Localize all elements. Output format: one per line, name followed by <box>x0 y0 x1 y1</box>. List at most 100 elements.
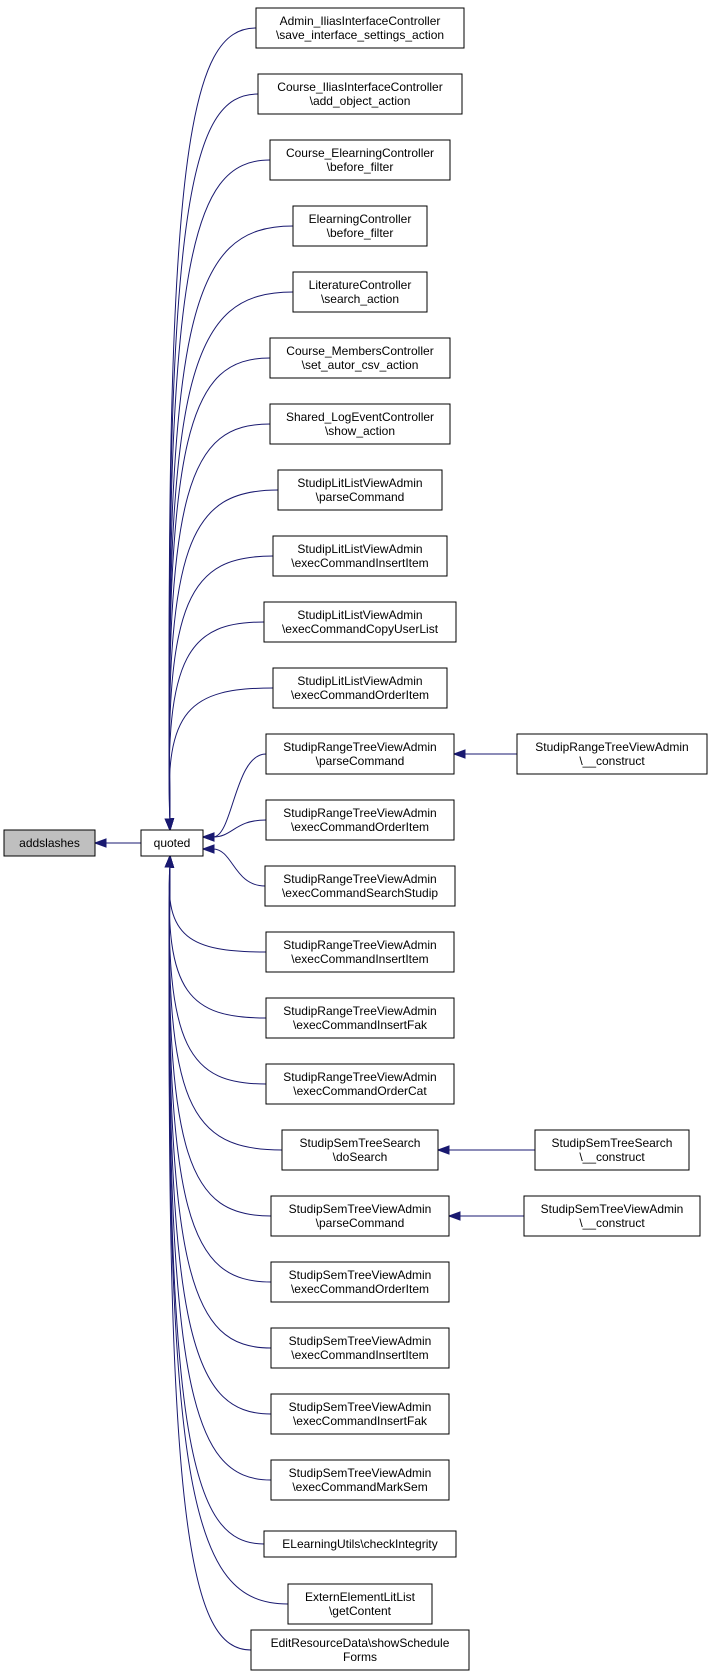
node-label: Course_IliasInterfaceController <box>277 80 442 94</box>
node-studiprangetreeviewadmin-execcommandorderitem[interactable]: StudipRangeTreeViewAdmin\execCommandOrde… <box>265 799 455 841</box>
node-label: StudipSemTreeViewAdmin <box>289 1400 432 1414</box>
node-label: \parseCommand <box>316 754 405 768</box>
node-shared-logeventcontroller-show-action[interactable]: Shared_LogEventController\show_action <box>269 403 451 445</box>
edge-n1-to-quoted-group <box>168 27 257 821</box>
node-label: StudipRangeTreeViewAdmin <box>283 938 436 952</box>
node-label: StudipSemTreeViewAdmin <box>289 1268 432 1282</box>
node-label: \execCommandOrderCat <box>293 1084 427 1098</box>
edge-n21-to-quoted <box>168 865 272 1349</box>
edge-n4-to-quoted <box>168 225 294 821</box>
node-label: StudipSemTreeViewAdmin <box>289 1334 432 1348</box>
node-studipsemtreeviewadmin-execcommandinsertfak[interactable]: StudipSemTreeViewAdmin\execCommandInsert… <box>270 1393 450 1435</box>
node-box <box>255 7 465 49</box>
edge-n10-to-quoted-group <box>168 621 265 821</box>
edge-n8-to-quoted <box>168 489 279 821</box>
node-label: \execCommandInsertItem <box>291 952 428 966</box>
node-box <box>272 667 448 709</box>
edge-n14-to-quoted <box>212 848 266 887</box>
node-studiprangetreeviewadmin-construct[interactable]: StudipRangeTreeViewAdmin\__construct <box>516 733 708 775</box>
node-studiplitlistviewadmin-execcommandcopyuserlist[interactable]: StudipLitListViewAdmin\execCommandCopyUs… <box>263 601 457 643</box>
node-studiplitlistviewadmin-parsecommand[interactable]: StudipLitListViewAdmin\parseCommand <box>277 469 443 511</box>
node-label: LiteratureController <box>309 278 412 292</box>
node-label: \parseCommand <box>316 490 405 504</box>
edge-n13-to-quoted <box>212 819 267 838</box>
node-box <box>534 1129 690 1171</box>
edge-n9-to-quoted <box>168 555 274 821</box>
edge-n19-to-quoted <box>168 865 272 1217</box>
node-studiplitlistviewadmin-execcommandinsertitem[interactable]: StudipLitListViewAdmin\execCommandInsert… <box>272 535 448 577</box>
node-box <box>270 1261 450 1303</box>
node-course-iliasinterfacecontroller-add-object-action[interactable]: Course_IliasInterfaceController\add_obje… <box>257 73 463 115</box>
edge-n20-to-quoted <box>168 865 272 1283</box>
node-label: StudipSemTreeViewAdmin <box>541 1202 684 1216</box>
node-studiprangetreeviewadmin-execcommandinsertitem[interactable]: StudipRangeTreeViewAdmin\execCommandInse… <box>265 931 455 973</box>
node-studiprangetreeviewadmin-execcommandinsertfak[interactable]: StudipRangeTreeViewAdmin\execCommandInse… <box>265 997 455 1039</box>
node-label: quoted <box>154 836 191 850</box>
edge-n24-to-quoted-group <box>168 865 265 1545</box>
node-studipsemtreeviewadmin-execcommandmarksem[interactable]: StudipSemTreeViewAdmin\execCommandMarkSe… <box>270 1459 450 1501</box>
node-elearningcontroller-before-filter[interactable]: ElearningController\before_filter <box>292 205 428 247</box>
node-label: StudipSemTreeSearch <box>552 1136 673 1150</box>
node-label: \execCommandSearchStudip <box>282 886 438 900</box>
node-label: StudipLitListViewAdmin <box>297 608 422 622</box>
edge-r19-to-n19-arrow <box>447 1211 461 1221</box>
node-label: \show_action <box>325 424 395 438</box>
edge-n13-to-quoted-arrow <box>201 832 215 842</box>
edge-n6-to-quoted <box>168 357 271 821</box>
node-studiprangetreeviewadmin-execcommandordercat[interactable]: StudipRangeTreeViewAdmin\execCommandOrde… <box>265 1063 455 1105</box>
node-box <box>270 1195 450 1237</box>
edge-n24-to-quoted <box>168 865 265 1545</box>
node-studipsemtreeviewadmin-execcommandinsertitem[interactable]: StudipSemTreeViewAdmin\execCommandInsert… <box>270 1327 450 1369</box>
node-label: StudipSemTreeViewAdmin <box>289 1466 432 1480</box>
edge-n21-to-quoted-group <box>168 865 272 1349</box>
edge-n1-to-quoted <box>168 27 257 821</box>
node-studipsemtreeviewadmin-parsecommand[interactable]: StudipSemTreeViewAdmin\parseCommand <box>270 1195 450 1237</box>
node-box <box>265 931 455 973</box>
node-literaturecontroller-search-action[interactable]: LiteratureController\search_action <box>292 271 428 313</box>
node-label: \execCommandCopyUserList <box>282 622 439 636</box>
node-studiprangetreeviewadmin-parsecommand[interactable]: StudipRangeTreeViewAdmin\parseCommand <box>265 733 455 775</box>
edge-n18-to-quoted <box>168 865 283 1151</box>
node-box <box>140 829 204 857</box>
edge-n14-to-quoted-group <box>212 848 266 887</box>
node-admin-iliasinterfacecontroller-save-interface-settings-action[interactable]: Admin_IliasInterfaceController\save_inte… <box>255 7 465 49</box>
node-externelementlitlist-getcontent[interactable]: ExternElementLitList\getContent <box>287 1583 433 1625</box>
node-studipsemtreeviewadmin-construct[interactable]: StudipSemTreeViewAdmin\__construct <box>523 1195 701 1237</box>
node-box <box>270 1459 450 1501</box>
node-studipsemtreesearch-dosearch[interactable]: StudipSemTreeSearch\doSearch <box>281 1129 439 1171</box>
node-label: \execCommandInsertFak <box>293 1414 428 1428</box>
node-course-memberscontroller-set-autor-csv-action[interactable]: Course_MembersController\set_autor_csv_a… <box>269 337 451 379</box>
node-label: \before_filter <box>327 160 394 174</box>
edge-n25-to-quoted <box>168 865 289 1605</box>
node-course-elearningcontroller-before-filter[interactable]: Course_ElearningController\before_filter <box>269 139 451 181</box>
node-elearningutils-checkintegrity[interactable]: ELearningUtils\checkIntegrity <box>263 1530 457 1558</box>
edge-n15-to-quoted-group <box>168 865 267 953</box>
node-box <box>281 1129 439 1171</box>
node-box <box>272 535 448 577</box>
node-label: StudipRangeTreeViewAdmin <box>283 740 436 754</box>
edge-n20-to-quoted-group <box>168 865 272 1283</box>
node-label: \execCommandOrderItem <box>291 688 429 702</box>
edge-n26-to-quoted <box>168 865 252 1651</box>
node-box <box>269 139 451 181</box>
node-label: \parseCommand <box>316 1216 405 1230</box>
node-studiplitlistviewadmin-execcommandorderitem[interactable]: StudipLitListViewAdmin\execCommandOrderI… <box>272 667 448 709</box>
node-label: ExternElementLitList <box>305 1590 416 1604</box>
edge-n17-to-quoted-group <box>168 865 267 1085</box>
node-box <box>257 73 463 115</box>
node-studipsemtreeviewadmin-execcommandorderitem[interactable]: StudipSemTreeViewAdmin\execCommandOrderI… <box>270 1261 450 1303</box>
node-label: ELearningUtils\checkIntegrity <box>282 1537 437 1551</box>
node-studipsemtreesearch-construct[interactable]: StudipSemTreeSearch\__construct <box>534 1129 690 1171</box>
node-quoted[interactable]: quoted <box>140 829 204 857</box>
node-label: \execCommandOrderItem <box>291 1282 429 1296</box>
node-addslashes[interactable]: addslashes <box>3 829 96 857</box>
edge-n10-to-quoted <box>168 621 265 821</box>
node-label: StudipRangeTreeViewAdmin <box>283 1070 436 1084</box>
node-label: \add_object_action <box>310 94 411 108</box>
node-label: \execCommandMarkSem <box>292 1480 427 1494</box>
node-box <box>265 733 455 775</box>
edge-quoted-to-addslashes-arrow <box>93 838 107 848</box>
node-box <box>270 1327 450 1369</box>
node-studiprangetreeviewadmin-execcommandsearchstudip[interactable]: StudipRangeTreeViewAdmin\execCommandSear… <box>264 865 456 907</box>
